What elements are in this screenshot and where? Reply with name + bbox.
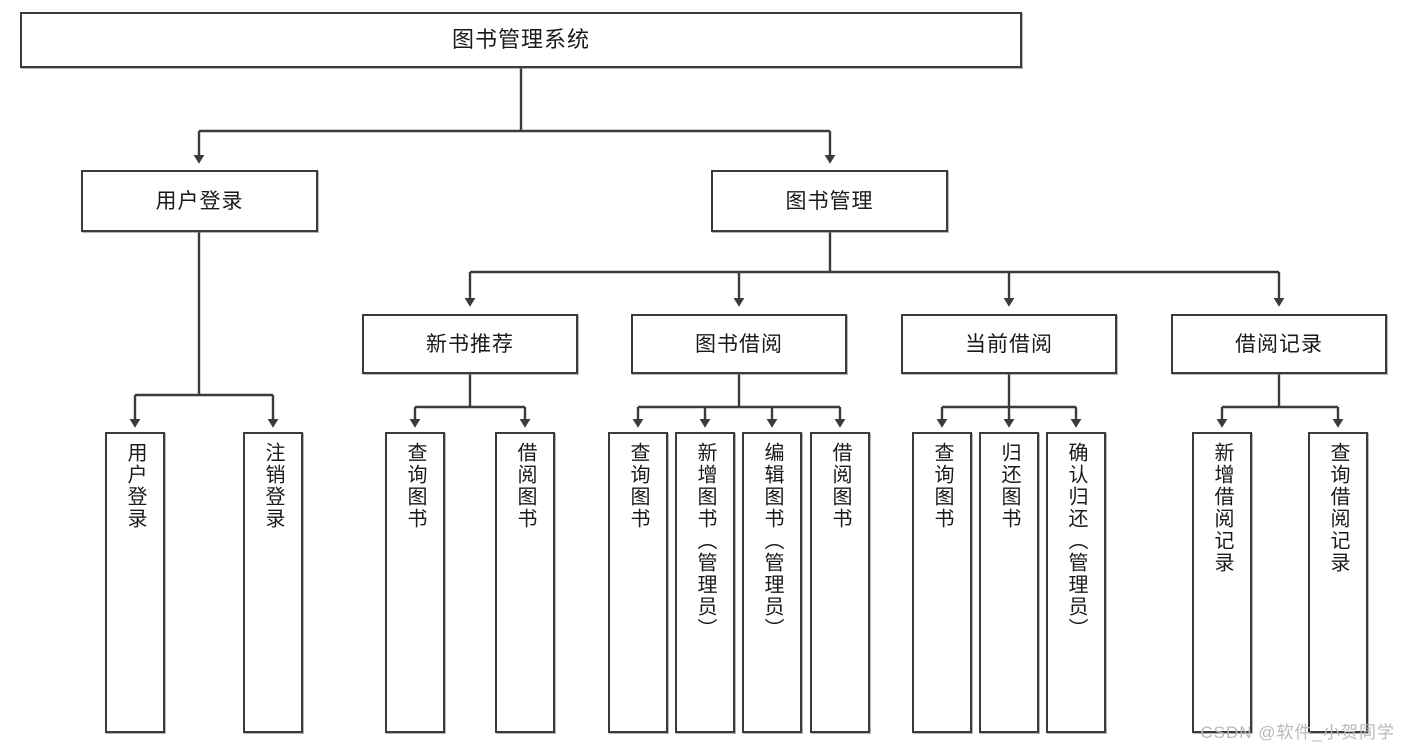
node-label: 图书管理 [785, 189, 874, 213]
leaf-recommend-query-book[interactable]: 查询图书 [385, 432, 445, 733]
node-label: 用户登录 [155, 189, 244, 213]
leaf-record-add-borrow-record[interactable]: 新增借阅记录 [1192, 432, 1252, 733]
node-label: 注销登录 [262, 442, 284, 530]
leaf-record-query-borrow-record[interactable]: 查询借阅记录 [1308, 432, 1368, 733]
leaf-borrow-edit-book-admin[interactable]: 编辑图书（管理员） [742, 432, 802, 733]
leaf-current-return-book[interactable]: 归还图书 [979, 432, 1039, 733]
leaf-current-confirm-return-admin[interactable]: 确认归还（管理员） [1046, 432, 1106, 733]
node-label: 用户登录 [124, 442, 146, 530]
leaf-logout-login[interactable]: 注销登录 [243, 432, 303, 733]
node-label: 查询借阅记录 [1327, 442, 1349, 574]
node-label: 查询图书 [627, 442, 649, 530]
leaf-recommend-borrow-book[interactable]: 借阅图书 [495, 432, 555, 733]
node-label: 图书管理系统 [451, 27, 590, 52]
node-user-login[interactable]: 用户登录 [81, 170, 318, 232]
node-borrow-record[interactable]: 借阅记录 [1171, 314, 1387, 374]
leaf-user-login[interactable]: 用户登录 [105, 432, 165, 733]
leaf-borrow-query-book[interactable]: 查询图书 [608, 432, 668, 733]
node-root-book-management-system[interactable]: 图书管理系统 [20, 12, 1022, 68]
node-new-book-recommend[interactable]: 新书推荐 [362, 314, 578, 374]
node-label: 图书借阅 [695, 332, 783, 356]
node-label: 编辑图书（管理员） [761, 442, 783, 640]
node-label: 查询图书 [404, 442, 426, 530]
node-label: 新书推荐 [426, 332, 514, 356]
node-book-borrow[interactable]: 图书借阅 [631, 314, 847, 374]
leaf-borrow-borrow-book[interactable]: 借阅图书 [810, 432, 870, 733]
node-label: 借阅图书 [829, 442, 851, 530]
leaf-borrow-add-book-admin[interactable]: 新增图书（管理员） [675, 432, 735, 733]
node-label: 新增图书（管理员） [694, 442, 716, 640]
node-label: 确认归还（管理员） [1065, 442, 1087, 640]
node-label: 借阅记录 [1235, 332, 1323, 356]
node-label: 当前借阅 [965, 332, 1053, 356]
node-book-management[interactable]: 图书管理 [711, 170, 948, 232]
watermark: CSDN @软件_小贺同学 [1200, 723, 1395, 742]
node-label: 新增借阅记录 [1211, 442, 1233, 574]
node-current-borrow[interactable]: 当前借阅 [901, 314, 1117, 374]
node-label: 查询图书 [931, 442, 953, 530]
leaf-current-query-book[interactable]: 查询图书 [912, 432, 972, 733]
node-label: 借阅图书 [514, 442, 536, 530]
node-label: 归还图书 [998, 442, 1020, 530]
